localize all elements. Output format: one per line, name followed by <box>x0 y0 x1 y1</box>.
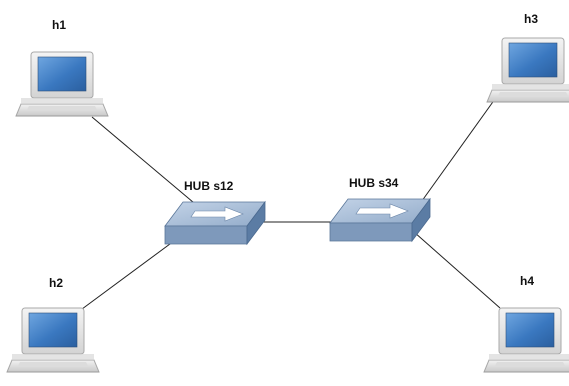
host-label: h3 <box>524 12 538 26</box>
host-label: h2 <box>49 276 63 290</box>
host-h1[interactable]: h1 <box>15 18 109 117</box>
hub-label: HUB s34 <box>349 176 399 190</box>
laptop-icon <box>6 307 100 373</box>
hub-icon <box>329 198 431 242</box>
link-h1-s12 <box>91 116 201 209</box>
link-s34-h3 <box>413 91 501 213</box>
host-h3[interactable]: h3 <box>486 12 569 103</box>
hub-label: HUB s12 <box>184 179 234 193</box>
laptop-icon <box>483 307 569 373</box>
links <box>77 91 501 313</box>
laptop-icon <box>15 51 109 117</box>
host-label: h1 <box>52 18 66 32</box>
host-label: h4 <box>520 274 534 288</box>
link-s34-h4 <box>413 231 501 309</box>
hub-icon <box>164 201 266 245</box>
link-h2-s12 <box>77 240 175 313</box>
hub-s34[interactable]: HUB s34 <box>329 176 431 242</box>
host-h2[interactable]: h2 <box>6 276 100 373</box>
laptop-icon <box>486 37 569 103</box>
hub-s12[interactable]: HUB s12 <box>164 179 266 245</box>
host-h4[interactable]: h4 <box>483 274 569 373</box>
